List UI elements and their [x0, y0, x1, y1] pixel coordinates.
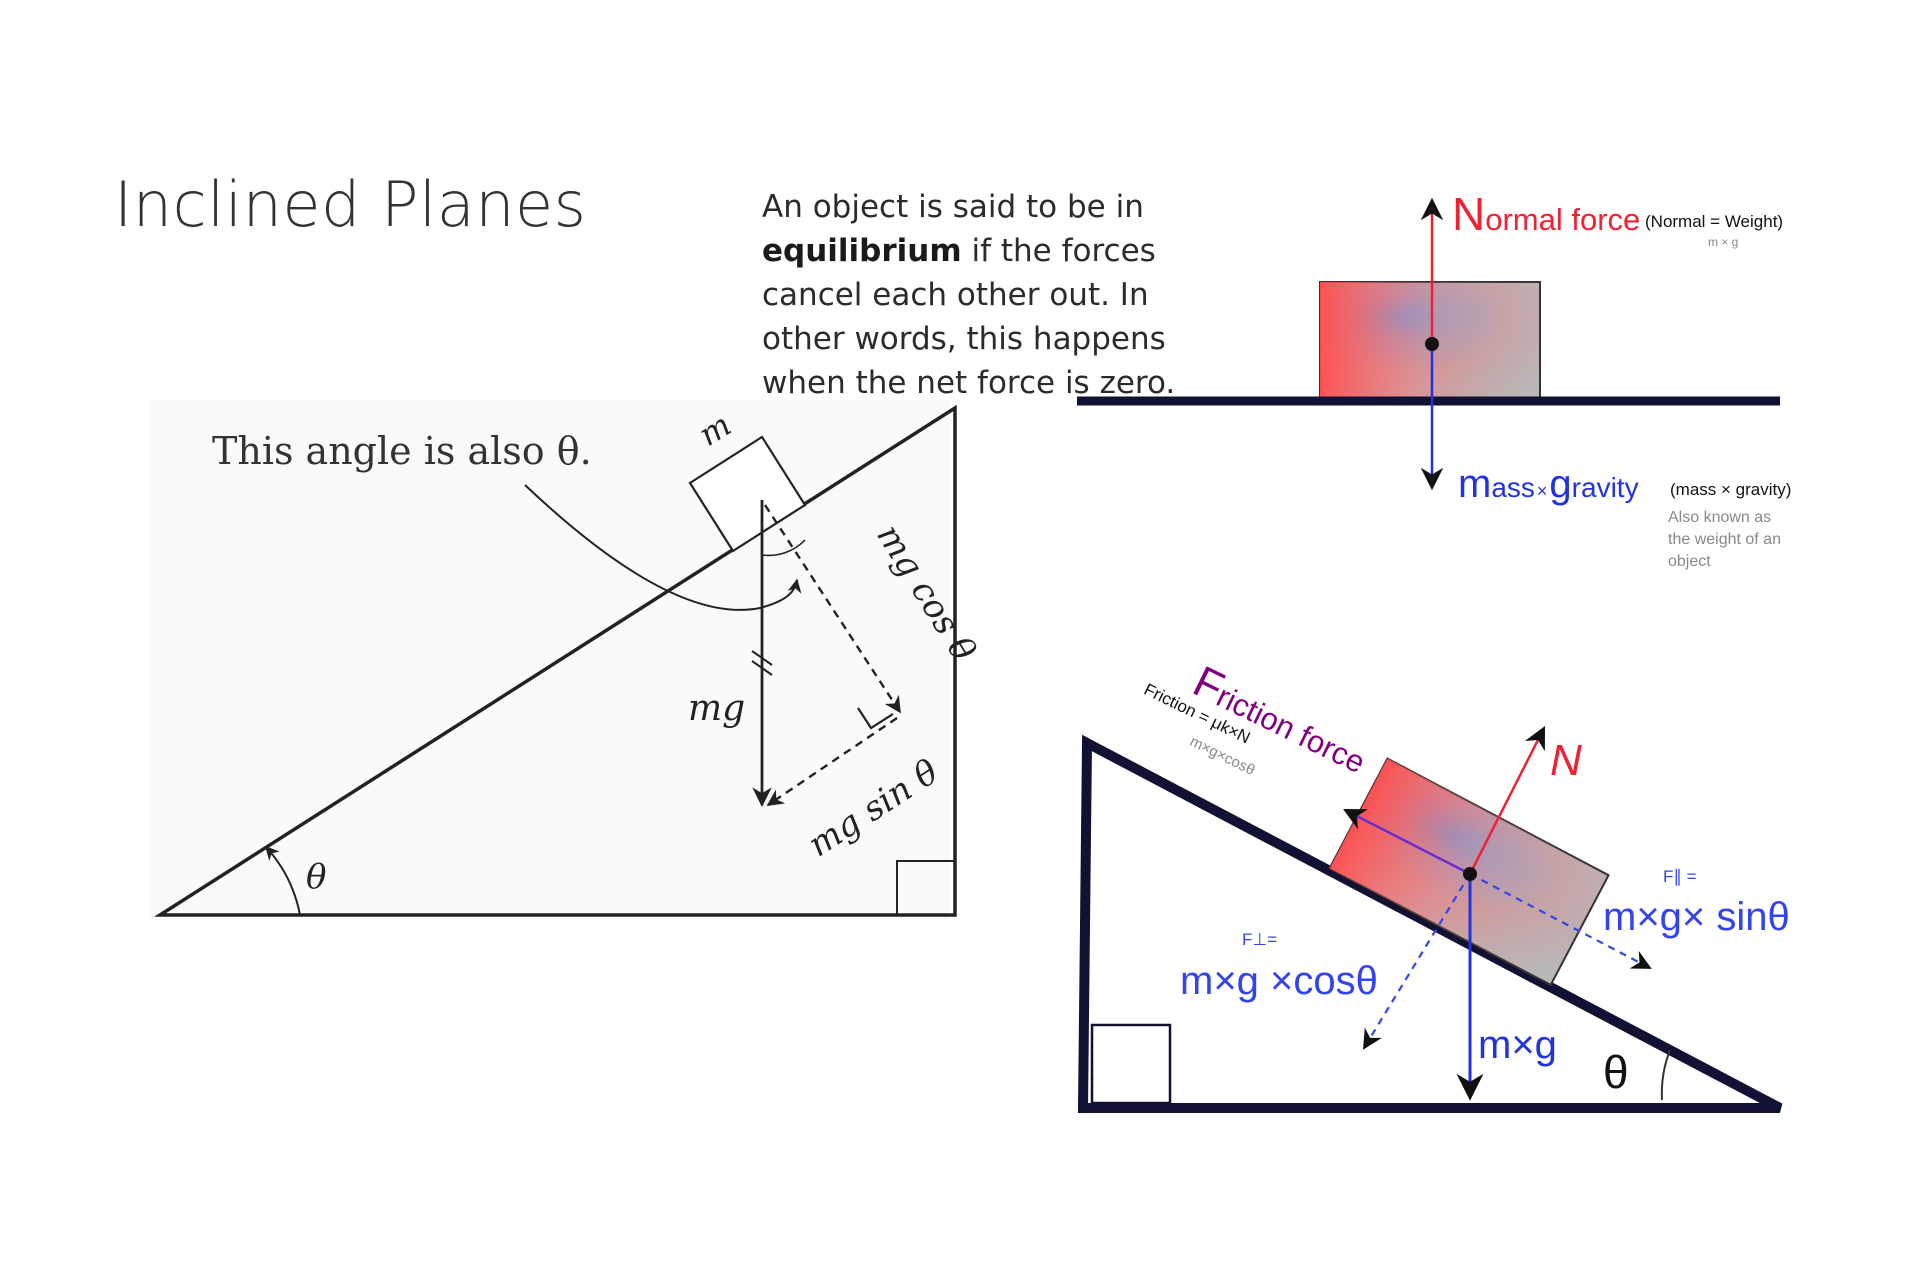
flat-gravity-note: (mass × gravity): [1670, 480, 1791, 499]
flat-gravity-ass: ass: [1491, 472, 1535, 503]
flat-normal-first-letter: N: [1452, 188, 1485, 240]
left-base-angle-label: θ: [306, 857, 326, 897]
intro-text-start: An object is said to be in: [762, 189, 1144, 225]
friction-center-point: [1463, 867, 1477, 881]
left-base-angle-arc: [265, 845, 301, 916]
friction-perp-component-arrow: [1362, 873, 1471, 1050]
intro-bold-term: equilibrium: [762, 233, 962, 269]
flat-weight-note-line-3: object: [1668, 553, 1711, 570]
flat-gravity-times: ×: [1537, 481, 1548, 501]
left-component-right-angle-mark: [857, 707, 894, 730]
friction-normal-arrow: [1468, 725, 1546, 875]
left-annotation-curve-arrow: [524, 484, 802, 611]
friction-parallel-component-arrow: [1469, 873, 1652, 969]
friction-incline-diagram: Friction force Friction = μk×N m×g×cosθ …: [1077, 657, 1790, 1113]
friction-angle-label: θ: [1603, 1046, 1629, 1098]
friction-parallel-label: F∥ =: [1663, 867, 1697, 886]
friction-angle-arc: [1660, 1049, 1671, 1101]
flat-gravity-label: mass×gravity: [1458, 462, 1639, 506]
friction-normal-label: N: [1550, 736, 1582, 785]
left-inner-angle-arc: [761, 539, 806, 557]
left-incline-diagram: θ m This angle is also θ. mg mg cos θ mg…: [150, 400, 983, 920]
flat-surface-diagram: Normal force (Normal = Weight) m × g mas…: [1077, 188, 1791, 570]
flat-normal-note: (Normal = Weight): [1645, 212, 1783, 231]
intro-text-end: if the forces cancel each other out. In …: [762, 233, 1176, 401]
friction-weight-label: m×g: [1478, 1023, 1557, 1067]
equilibrium-description: An object is said to be in equilibrium i…: [762, 185, 1232, 405]
left-weight-label: mg: [688, 688, 745, 729]
slide-title: Inclined Planes: [114, 168, 587, 241]
flat-weight-note-line-2: the weight of an: [1668, 531, 1781, 548]
flat-gravity-m: m: [1458, 462, 1491, 506]
friction-parallel-value: m×g× sinθ: [1603, 895, 1790, 939]
left-parallel-component-arrow: [766, 717, 898, 806]
friction-right-angle-mark: [1090, 1023, 1172, 1105]
left-weight-tick-2: [751, 660, 773, 676]
friction-force-arrow: [1342, 808, 1471, 876]
left-weight-text: mg: [688, 688, 745, 729]
flat-normal-force-label: Normal force: [1452, 188, 1640, 240]
flat-normal-rest: ormal force: [1485, 202, 1640, 237]
friction-incline-triangle: [1077, 734, 1783, 1113]
left-diagram-background: [150, 400, 950, 920]
friction-perp-label: F⊥=: [1242, 930, 1277, 949]
flat-gravity-g: g: [1549, 462, 1571, 506]
friction-perp-value: m×g ×cosθ: [1180, 959, 1378, 1003]
left-weight-tick-1: [751, 650, 773, 666]
flat-center-point: [1425, 337, 1439, 351]
flat-weight-note-line-1: Also known as: [1668, 509, 1771, 526]
left-right-angle-mark: [896, 860, 955, 915]
flat-gravity-ravity: ravity: [1572, 472, 1639, 503]
left-angle-annotation: This angle is also θ.: [212, 429, 592, 473]
flat-normal-formula: m × g: [1708, 235, 1738, 249]
left-incline-triangle: [154, 404, 957, 917]
